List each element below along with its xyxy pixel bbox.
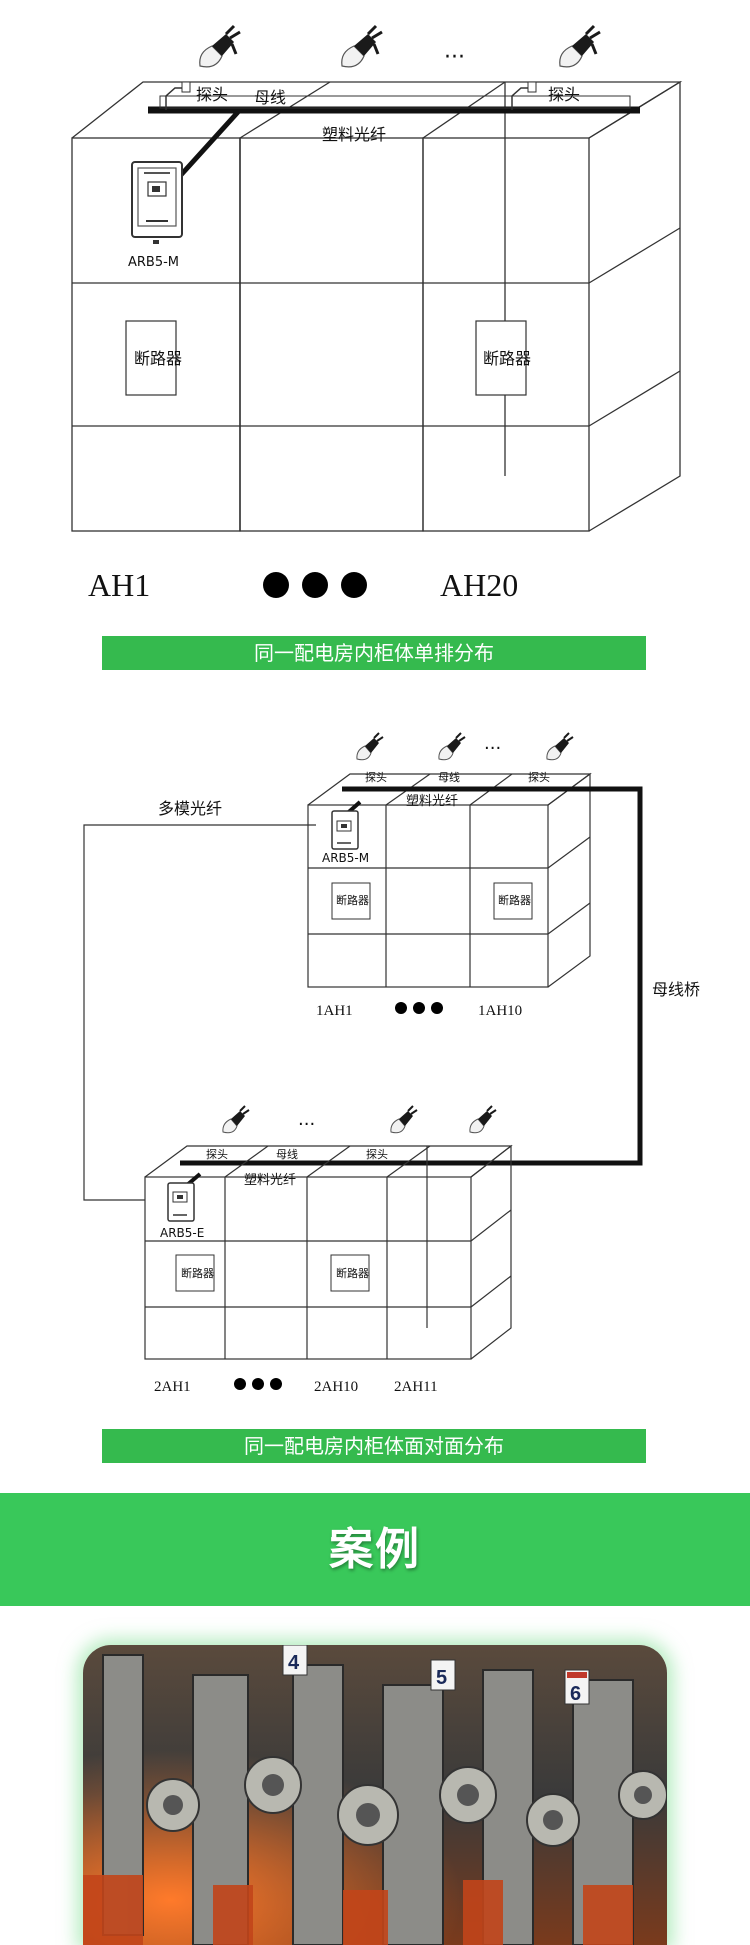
busbar-label: 母线 — [276, 1147, 298, 1161]
probe-label: 探头 — [365, 771, 387, 784]
dot — [395, 1002, 407, 1014]
breaker-box — [175, 1254, 215, 1292]
dot — [431, 1002, 443, 1014]
probe-label: 探头 — [196, 85, 228, 104]
arb5m-device-icon — [131, 161, 183, 244]
breaker-box — [331, 882, 371, 920]
ellipsis: ··· — [444, 45, 465, 70]
sensor-icon — [389, 1105, 418, 1134]
caption-face-to-face: 同一配电房内柜体面对面分布 — [102, 1429, 646, 1463]
breaker-label: 断路器 — [498, 893, 531, 907]
sensor-icon — [558, 24, 602, 69]
dot — [413, 1002, 425, 1014]
sensor-icon — [437, 732, 466, 761]
dot — [263, 572, 289, 598]
case-section-title: 案例 — [0, 1493, 750, 1606]
breaker-box — [330, 1254, 370, 1292]
sensor-icon — [340, 24, 384, 69]
machine-number: 5 — [436, 1667, 447, 1689]
probe-label: 探头 — [528, 771, 550, 784]
breaker-box — [125, 320, 177, 396]
dot — [341, 572, 367, 598]
device-label: ARB5-M — [322, 851, 369, 865]
sensor-icon — [545, 732, 574, 761]
fiber-label: 塑料光纤 — [322, 125, 386, 144]
busbar-label: 母线 — [254, 88, 286, 107]
dot — [302, 572, 328, 598]
busbar-label: 母线 — [438, 770, 460, 784]
probe-label: 探头 — [206, 1148, 228, 1161]
diagram-single-row: 探头 母线 探头 塑料光纤 ··· ARB5-M 断路器 断路器 AH1 AH2… — [71, 24, 683, 603]
cabinet-label-left: AH1 — [88, 567, 150, 603]
device-label: ARB5-E — [160, 1226, 204, 1240]
cabinet-label-right: 2AH11 — [394, 1379, 438, 1395]
arb5m-device-icon — [331, 810, 359, 850]
ellipsis: ··· — [298, 1114, 315, 1135]
cabinet-label-right: 1AH10 — [478, 1003, 522, 1019]
machine-number: 4 — [288, 1652, 300, 1674]
dot — [270, 1378, 282, 1390]
fiber-label: 塑料光纤 — [244, 1173, 296, 1188]
ellipsis: ··· — [484, 738, 501, 759]
breaker-label: 断路器 — [483, 349, 531, 368]
probe-label: 探头 — [548, 85, 580, 104]
cabinet-label-left: 1AH1 — [316, 1003, 353, 1019]
sensor-icon — [355, 732, 384, 761]
fiber-label: 塑料光纤 — [406, 794, 458, 809]
breaker-label: 断路器 — [181, 1266, 214, 1280]
cabinet-label-mid: 2AH10 — [314, 1379, 358, 1395]
device-label: ARB5-M — [128, 255, 179, 270]
cabinet-label-left: 2AH1 — [154, 1379, 191, 1395]
dot — [252, 1378, 264, 1390]
busbar-bridge-label: 母线桥 — [652, 980, 700, 999]
probe-label: 探头 — [366, 1148, 388, 1161]
breaker-label: 断路器 — [134, 349, 182, 368]
cabinet-label-right: AH20 — [440, 567, 518, 603]
breaker-label: 断路器 — [336, 1266, 369, 1280]
breaker-label: 断路器 — [336, 893, 369, 907]
breaker-box — [475, 320, 527, 396]
sensor-icon — [221, 1105, 250, 1134]
breaker-box — [493, 882, 533, 920]
sensor-icon — [468, 1105, 497, 1134]
case-photo: 4 5 6 — [83, 1645, 667, 1945]
multimode-fiber-label: 多模光纤 — [158, 799, 222, 818]
machine-number: 6 — [570, 1683, 581, 1705]
sensor-icon — [198, 24, 242, 69]
dot — [234, 1378, 246, 1390]
diagram-face-to-face: 探头 母线 探头 塑料光纤 ··· ARB5-M 断路器 断路器 1AH1 1A… — [83, 732, 700, 1395]
arb5e-device-icon — [167, 1182, 195, 1222]
caption-single-row: 同一配电房内柜体单排分布 — [102, 636, 646, 670]
